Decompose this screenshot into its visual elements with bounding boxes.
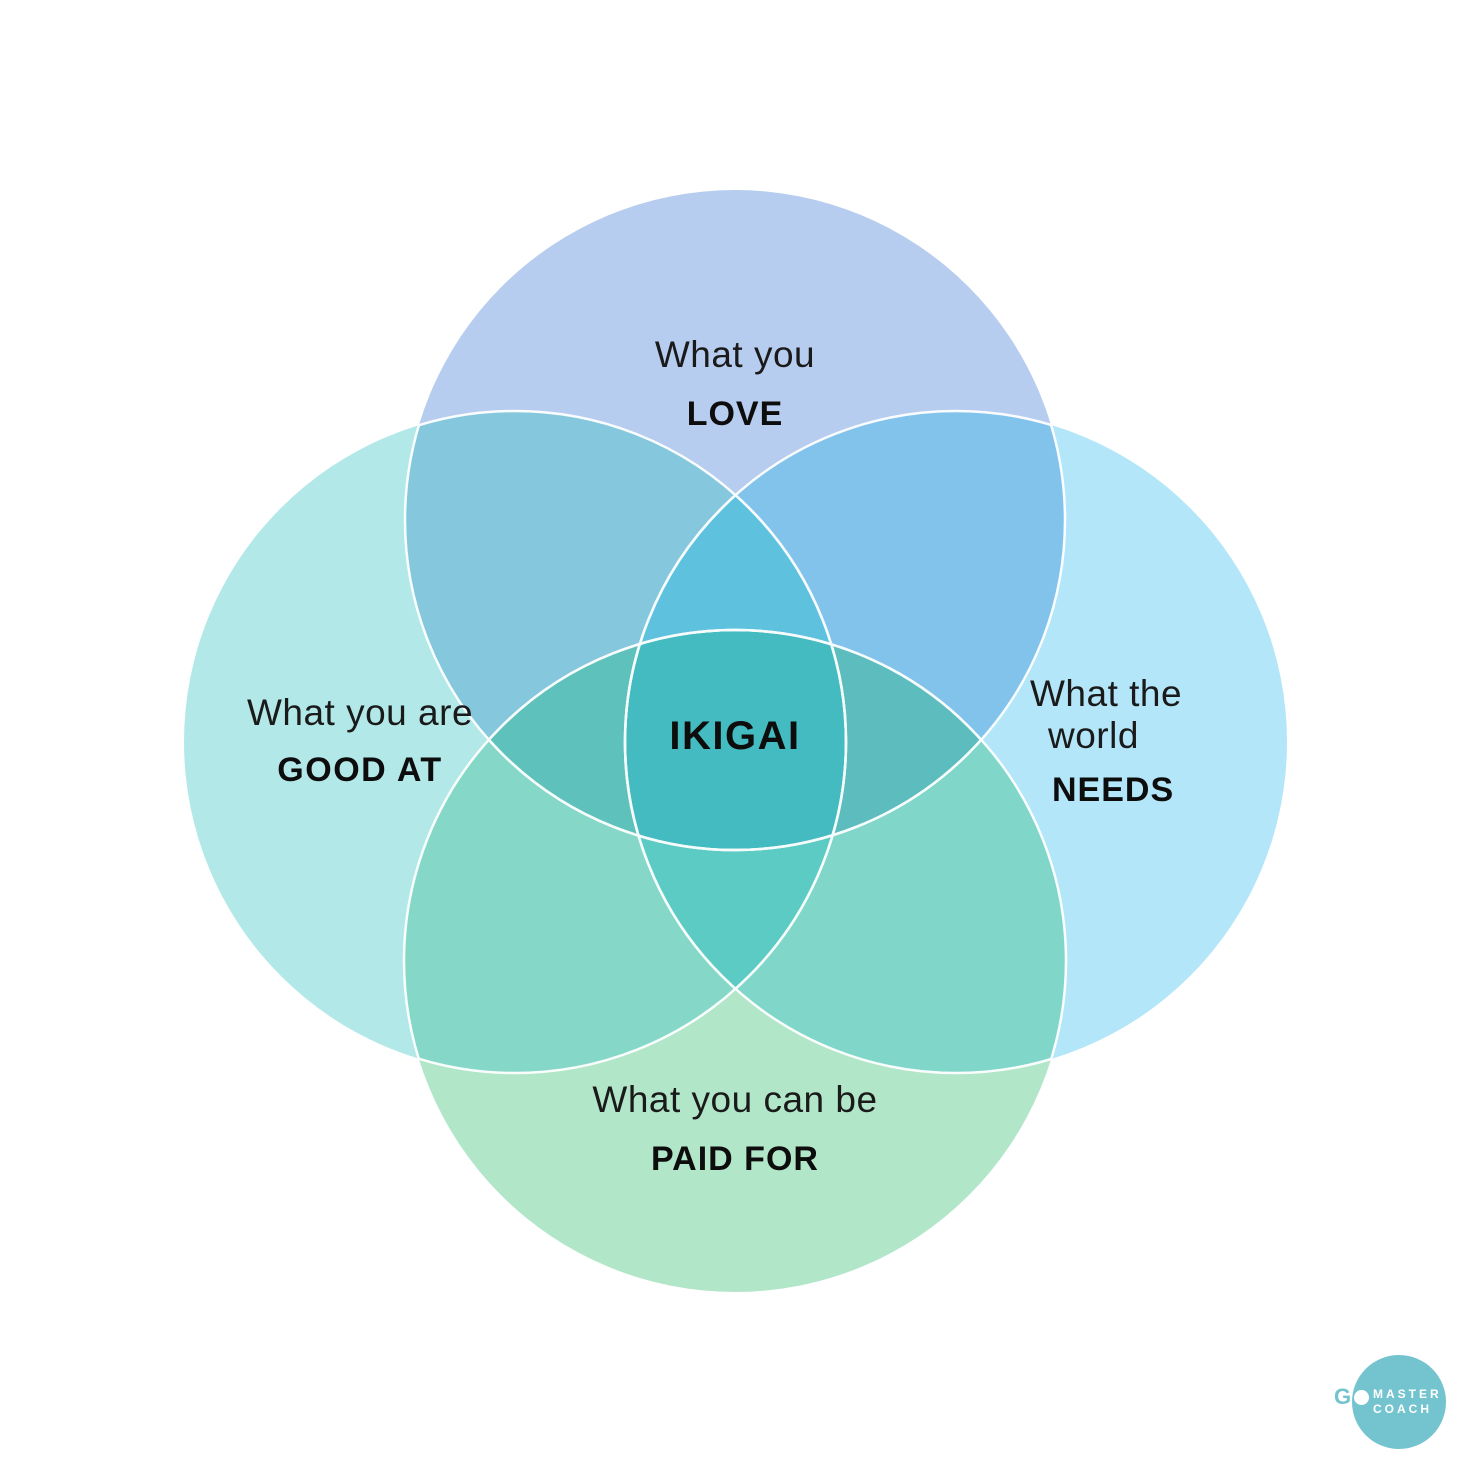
logo-letter-g: G: [1334, 1384, 1352, 1409]
label-needs-line1b: world: [1048, 715, 1139, 756]
logo-line-coach: COACH: [1373, 1402, 1432, 1416]
ikigai-center-label: IKIGAI: [669, 714, 801, 758]
logo-line-master: MASTER: [1373, 1387, 1442, 1401]
label-paid-for: What you can be PAID FOR: [535, 1081, 935, 1176]
logo-dot-icon: [1354, 1390, 1369, 1405]
label-needs: What the world NEEDS: [1030, 673, 1230, 807]
label-good-at-line1: What you are: [246, 692, 474, 733]
label-paid-for-line2: PAID FOR: [651, 1140, 819, 1178]
label-needs-line1a: What the: [1030, 673, 1183, 714]
label-good-at-line2: GOOD AT: [277, 751, 443, 789]
label-good-at: What you are GOOD AT: [210, 694, 510, 787]
logo-text: MASTER COACH: [1373, 1387, 1442, 1417]
outline-needs-3: [623, 411, 846, 1073]
label-needs-line2: NEEDS: [1052, 771, 1175, 809]
go-master-coach-logo: [1352, 1355, 1446, 1449]
outline-love-4: [625, 411, 1067, 852]
label-love: What you LOVE: [535, 336, 935, 431]
outline-paid-4: [625, 628, 1068, 1073]
label-love-line1: What you: [654, 334, 816, 375]
outline-good-4: [625, 411, 848, 1073]
overlap-love-needs-paid: [625, 630, 1065, 850]
label-love-line2: LOVE: [686, 395, 784, 433]
label-paid-for-line1: What you can be: [592, 1079, 878, 1120]
overlap-love-good-paid: [405, 630, 846, 850]
